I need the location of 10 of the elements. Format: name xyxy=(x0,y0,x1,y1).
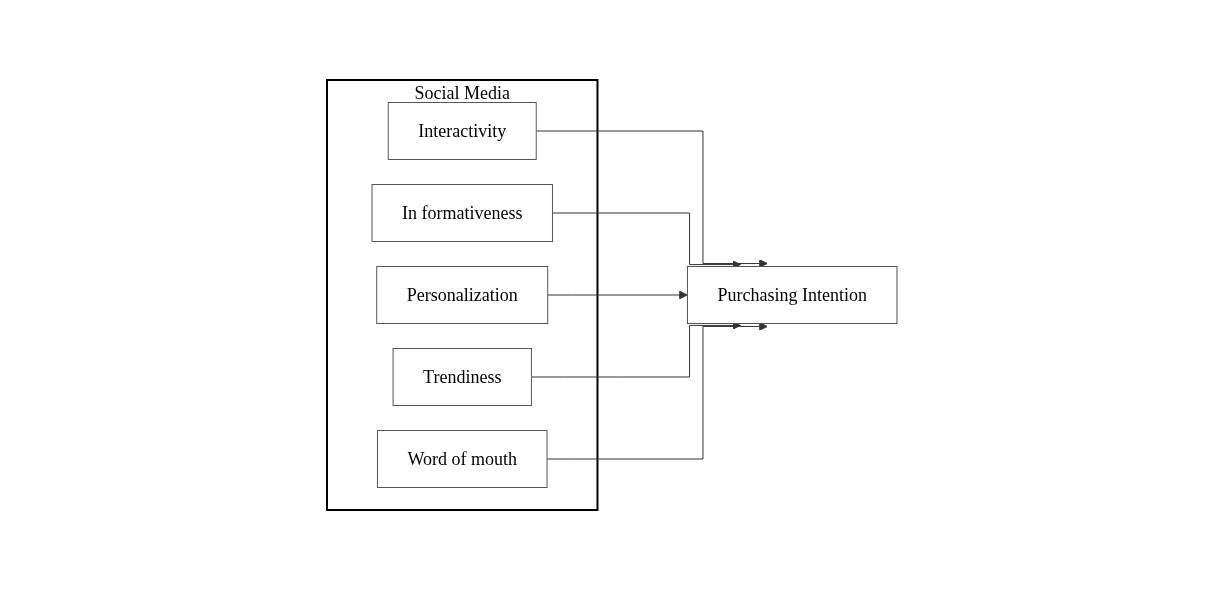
node-box: Personalization xyxy=(376,266,549,324)
node-box: Purchasing Intention xyxy=(687,266,898,324)
node-box: Word of mouth xyxy=(377,430,548,488)
arrow xyxy=(530,321,742,378)
arrow xyxy=(535,130,768,268)
arrow xyxy=(547,290,688,300)
arrow xyxy=(546,322,768,460)
node-box: In formativeness xyxy=(371,184,553,242)
node-box: Trendiness xyxy=(392,348,532,406)
node-box: Interactivity xyxy=(387,102,537,160)
